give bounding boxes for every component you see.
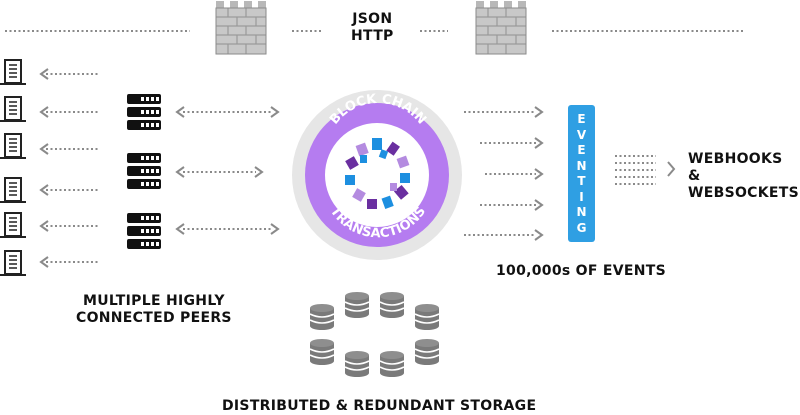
arrow-left-icon [39, 220, 100, 232]
eventing-letter: N [576, 205, 587, 219]
blockchain-ring: BLOCK CHAIN TRANSACTIONS [292, 90, 462, 260]
client-tower-icon [0, 212, 27, 239]
database-icon [414, 338, 440, 366]
peer-client-icons [0, 59, 27, 277]
storage-caption: DISTRIBUTED & REDUNDANT STORAGE [222, 398, 537, 414]
database-icon [344, 350, 370, 378]
peers-caption: MULTIPLE HIGHLY CONNECTED PEERS [76, 293, 232, 327]
arrow-left-icon [39, 143, 100, 155]
database-icon [309, 303, 335, 331]
eventing-letter: I [579, 189, 584, 204]
firewall-left-icon [215, 0, 267, 55]
outputs-line-1: WEBHOOKS & [688, 151, 783, 184]
database-icon [414, 303, 440, 331]
peer-server-icon [127, 213, 161, 249]
firewall-right-icon [475, 0, 527, 55]
peer-ring-arrows [175, 106, 280, 235]
arrow-left-icon [39, 184, 100, 196]
tower-arrows [39, 68, 100, 268]
database-icon [379, 350, 405, 378]
peer-server-icon [127, 94, 161, 130]
eventing-letter: T [577, 174, 586, 188]
arrow-left-icon [39, 68, 100, 80]
eventing-letter: E [577, 143, 586, 157]
arrow-left-icon [39, 256, 100, 268]
eventing-bar [568, 105, 595, 242]
eventing-label: E V E N T I N G [568, 108, 595, 240]
output-dotted-lines [615, 155, 676, 185]
client-tower-icon [0, 250, 27, 277]
protocol-line-1: JSON [352, 11, 393, 27]
peers-caption-line-2: CONNECTED PEERS [76, 310, 232, 326]
arrow-right-icon [480, 137, 544, 149]
eventing-letter: V [576, 127, 587, 142]
bidirectional-arrow-icon [175, 106, 280, 118]
arrow-right-icon [480, 199, 544, 211]
protocol-line-2: HTTP [351, 28, 394, 44]
bidirectional-arrow-icon [175, 223, 280, 235]
arrow-right-icon [485, 168, 544, 180]
outputs-line-2: WEBSOCKETS [688, 185, 799, 201]
client-tower-icon [0, 96, 27, 123]
database-icon [379, 291, 405, 319]
eventing-letter: G [576, 220, 587, 235]
arrow-right-icon [464, 106, 544, 118]
block-segments-icon [345, 138, 410, 210]
arrow-left-icon [39, 106, 100, 118]
arrow-right-icon [464, 229, 544, 241]
eventing-letter: E [577, 112, 586, 126]
database-icon [309, 338, 335, 366]
client-tower-icon [0, 59, 27, 86]
client-tower-icon [0, 133, 27, 160]
events-caption: 100,000s OF EVENTS [496, 263, 667, 279]
eventing-letter: N [576, 158, 587, 173]
arrow-right-icon [667, 161, 676, 177]
outputs-label: WEBHOOKS & WEBSOCKETS [688, 151, 800, 202]
bidirectional-arrow-icon [175, 166, 264, 178]
peers-caption-line-1: MULTIPLE HIGHLY [83, 293, 225, 309]
database-icon [344, 291, 370, 319]
client-tower-icon [0, 177, 27, 204]
storage-disks [309, 291, 440, 378]
peer-server-icon [127, 153, 161, 189]
ring-eventing-arrows [464, 106, 544, 241]
protocol-label: JSON HTTP [351, 11, 394, 45]
